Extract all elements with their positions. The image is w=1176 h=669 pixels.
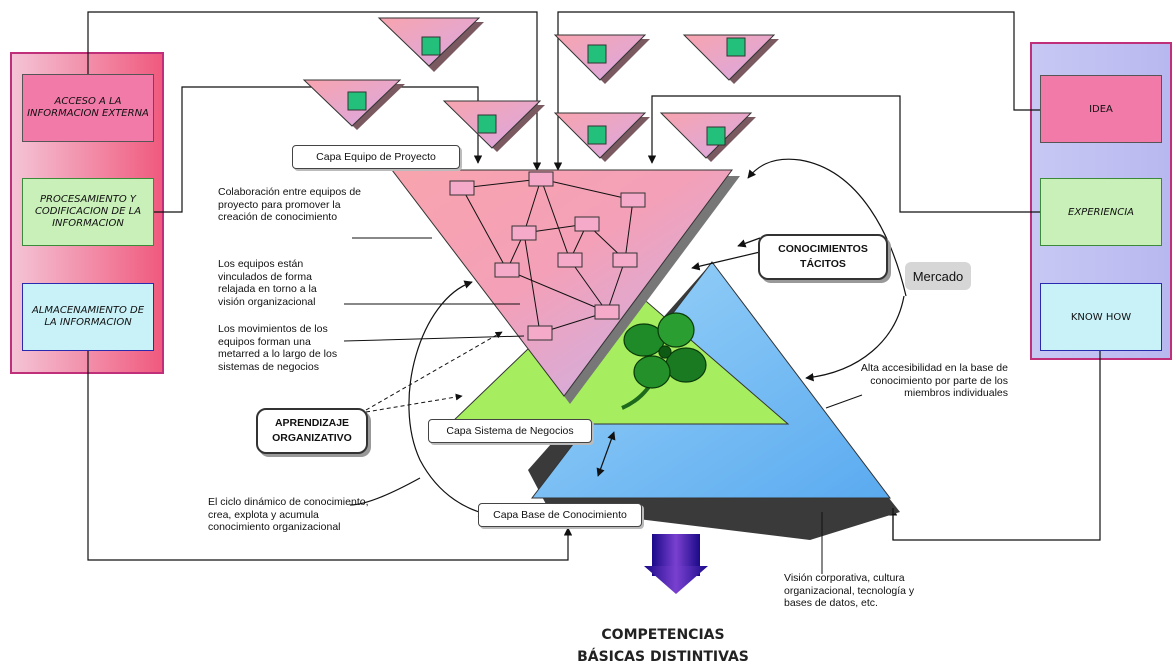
layer-tag-business-system: Capa Sistema de Negocios [428, 419, 592, 443]
team-triangle [659, 112, 756, 162]
layer-tag-project-team: Capa Equipo de Proyecto [292, 145, 460, 169]
team-triangle [553, 112, 650, 162]
connector-idea [553, 11, 1040, 171]
arrow-market-loop [747, 158, 907, 297]
tacit-knowledge-label: CONOCIMIENTOS TÁCITOS [758, 234, 888, 280]
network-node [612, 252, 638, 268]
network-node [511, 225, 537, 241]
team-triangle [442, 100, 545, 152]
access-external-info-box: ACCESO A LA INFORMACION EXTERNA [22, 74, 154, 142]
layer-tag-knowledge-base: Capa Base de Conocimiento [478, 503, 642, 527]
network-node [594, 304, 620, 320]
note-cycle: El ciclo dinámico de conocimiento, crea,… [208, 496, 369, 533]
title-line-2: BÁSICAS DISTINTIVAS [577, 649, 749, 665]
team-triangle [377, 17, 484, 72]
storage-info-box: ALMACENAMIENTO DE LA INFORMACION [22, 283, 154, 351]
connector-storage [87, 351, 573, 561]
processing-info-box: PROCESAMIENTO Y CODIFICACION DE LA INFOR… [22, 178, 154, 246]
team-triangle [302, 79, 405, 130]
arrow-tacit-to-green [691, 251, 761, 271]
pointer-accessibility [825, 394, 863, 409]
arrow-layers [596, 431, 616, 477]
title-line-1: COMPETENCIAS [601, 627, 725, 643]
team-triangle [553, 34, 650, 84]
idea-box: IDEA [1040, 75, 1162, 143]
network-node [527, 325, 553, 341]
network-node [574, 216, 600, 232]
arrow-tacit-to-pink [737, 237, 761, 248]
market-label: Mercado [905, 262, 971, 290]
network-node [528, 171, 554, 187]
dashed-arrow-learning-2 [365, 393, 463, 413]
pointer-movements [343, 335, 525, 342]
experience-box: EXPERIENCIA [1040, 178, 1162, 246]
connector-experience [647, 95, 1040, 213]
note-collaboration: Colaboración entre equipos de proyecto p… [218, 186, 362, 223]
arrow-cycle-note [349, 477, 421, 506]
network-node [557, 252, 583, 268]
network-node [620, 192, 646, 208]
clover-icon [621, 312, 707, 410]
note-accessibility: Alta accesibilidad en la base de conocim… [860, 362, 1008, 399]
dashed-arrow-learning-1 [365, 331, 503, 411]
note-linked: Los equipos están vinculados de forma re… [218, 258, 317, 308]
organizational-learning-label: APRENDIZAJE ORGANIZATIVO [256, 408, 368, 454]
network-node [494, 262, 520, 278]
note-vision: Visión corporativa, cultura organizacion… [784, 572, 915, 609]
know-how-box: KNOW HOW [1040, 283, 1162, 351]
connector-access [87, 11, 542, 171]
arrow-learning-cycle [408, 280, 487, 517]
note-movements: Los movimientos de los equipos forman un… [218, 323, 338, 373]
arrow-market-to-base [805, 295, 905, 382]
network-node [449, 180, 475, 196]
competencies-title: COMPETENCIAS BÁSICAS DISTINTIVAS [548, 624, 778, 668]
team-triangle [682, 34, 779, 84]
down-arrow-icon [644, 534, 708, 594]
small-team-triangles [302, 17, 779, 162]
